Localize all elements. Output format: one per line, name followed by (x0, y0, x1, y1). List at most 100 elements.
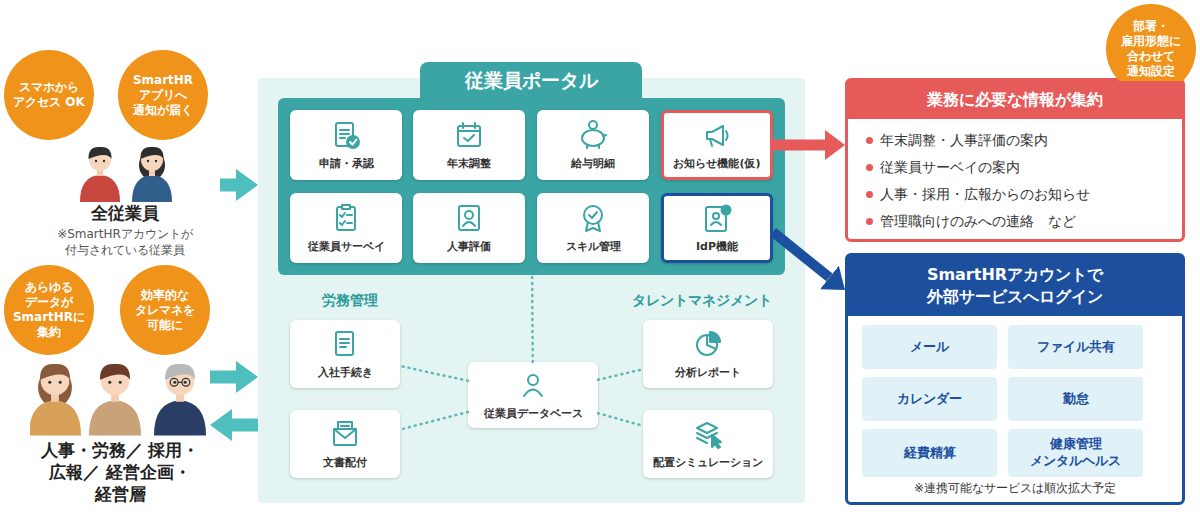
body (154, 401, 206, 436)
person-figure (30, 364, 81, 436)
node-label: 人事・労務／ 採用・広報／ 経営企画・経営層 (30, 439, 210, 505)
feature-card: 配置シミュレーション (643, 410, 773, 478)
node-label: IdP機能 (696, 239, 738, 254)
node-label: 人事・採用・広報からのお知らせ (848, 181, 1182, 208)
icon-stroke (710, 332, 720, 342)
node-label: ファイル共有 (1016, 339, 1136, 356)
feature-icon (330, 202, 362, 234)
node-label: 給与明細 (571, 156, 615, 171)
body (132, 175, 172, 202)
node-label: ※連携可能なサービスは順次拡大予定 (848, 480, 1182, 497)
node-label: 申請・承認 (319, 156, 374, 171)
eye (59, 381, 62, 384)
person-figure (132, 147, 172, 202)
icon-stroke (347, 136, 359, 148)
node-label: 従業員データベース (484, 406, 583, 421)
bullet-dot (866, 137, 873, 144)
person-figure (154, 364, 206, 436)
icon-stroke (350, 140, 357, 145)
feature-card: スキル管理 (537, 193, 649, 263)
arrow-connector (232, 419, 258, 432)
dotted-connector (400, 366, 468, 381)
node-label: あらゆる データが SmartHRに 集約 (12, 280, 86, 340)
service-card: 勤怠 (1008, 377, 1143, 421)
people-illustration (30, 140, 220, 206)
feature-card: 年末調整 (413, 110, 525, 180)
icon-stroke (589, 121, 597, 129)
icon-stroke (334, 422, 356, 438)
service-box: SmartHRアカウントで 外部サービスへログイン※連携可能なサービスは順次拡大… (845, 253, 1185, 505)
eye (48, 381, 51, 384)
eye (108, 381, 111, 384)
arrow-connector (210, 371, 236, 384)
arrow-connector (220, 179, 236, 192)
arrow-connector (773, 140, 825, 151)
icon-stroke (337, 207, 355, 230)
icon-stroke (342, 205, 350, 209)
feature-card: 従業員サーベイ (290, 193, 402, 263)
glasses (170, 378, 190, 386)
icon-stroke (582, 130, 604, 146)
people-group: 人事・労務／ 採用・広報／ 経営企画・経営層 (30, 355, 210, 505)
icon-stroke (459, 206, 479, 230)
node-label: 健康管理 メンタルヘルス (1016, 436, 1136, 470)
feature-icon (330, 119, 362, 151)
node-label: 年末調整・人事評価の案内 (848, 127, 1182, 154)
hair (140, 147, 163, 159)
dotted-connector (531, 275, 534, 362)
feature-card: お知らせ機能(仮) (661, 110, 773, 180)
node-label: 分析レポート (675, 365, 741, 380)
node-label: 勤怠 (1016, 391, 1136, 408)
node-label: 効率的な タレマネを 可能に (128, 288, 202, 333)
dotted-connector (598, 369, 643, 380)
node-label: 年末調整 (447, 156, 491, 171)
node-label: 従業員サーベイ (308, 239, 385, 254)
portal-panel: 労務管理タレントマネジメント従業員ポータル申請・承認年末調整給与明細お知らせ機能… (258, 78, 805, 503)
callout-circle: スマホから アクセス OK (4, 50, 94, 140)
icon-stroke (340, 130, 349, 138)
icon-stroke (713, 213, 719, 219)
icon-stroke (722, 206, 731, 215)
node-label: タレントマネジメント (632, 292, 772, 310)
service-card: ファイル共有 (1008, 325, 1143, 369)
dotted-connector (598, 413, 643, 426)
bullet-dot (866, 164, 873, 171)
icon-stroke (712, 435, 721, 448)
feature-card: 分析レポート (643, 320, 773, 388)
callout-circle: SmartHR アプリへ 通知が届く (118, 50, 208, 140)
icon-stroke (336, 332, 353, 355)
feature-icon (453, 119, 485, 151)
node-label: 管理職向けのみへの連絡 など (848, 208, 1182, 235)
eye (103, 160, 105, 162)
feature-icon (692, 328, 724, 360)
icon-stroke (584, 206, 602, 224)
node-label: 従業員ポータル (420, 62, 642, 100)
node-label: 部署・ 雇用形態に 合わせて 通知設定 (1114, 19, 1188, 79)
callout-circle: 効率的な タレマネを 可能に (120, 265, 210, 355)
feature-icon (701, 202, 733, 234)
people-illustration (30, 355, 210, 441)
callout-circle: あらゆる データが SmartHRに 集約 (4, 265, 94, 355)
person-figure (89, 364, 141, 436)
node-label: 人事評価 (447, 239, 491, 254)
icon-stroke (587, 135, 606, 148)
service-card: メール (862, 325, 997, 369)
arrow-connector (773, 232, 829, 277)
node-label: 文書配付 (323, 455, 367, 470)
node-label: SmartHR アプリへ 通知が届く (126, 73, 200, 118)
node-label: 労務管理 (322, 292, 378, 310)
eye (119, 381, 122, 384)
body (30, 401, 81, 436)
service-card: 健康管理 メンタルヘルス (1008, 429, 1143, 477)
feature-card: 申請・承認 (290, 110, 402, 180)
icon-stroke (458, 123, 480, 141)
people-group: 全従業員※SmartHRアカウントが 付与されている従業員 (30, 140, 220, 258)
node-label: お知らせ機能(仮) (673, 156, 760, 171)
node-label: 入社手続き (318, 365, 373, 380)
portal-inner-panel: 従業員ポータル申請・承認年末調整給与明細お知らせ機能(仮)従業員サーベイ人事評価… (278, 98, 785, 275)
feature-card: 文書配付 (290, 410, 400, 478)
eye (147, 160, 149, 162)
hair (40, 364, 70, 380)
icon-stroke (340, 213, 352, 225)
icon-stroke (458, 126, 480, 146)
